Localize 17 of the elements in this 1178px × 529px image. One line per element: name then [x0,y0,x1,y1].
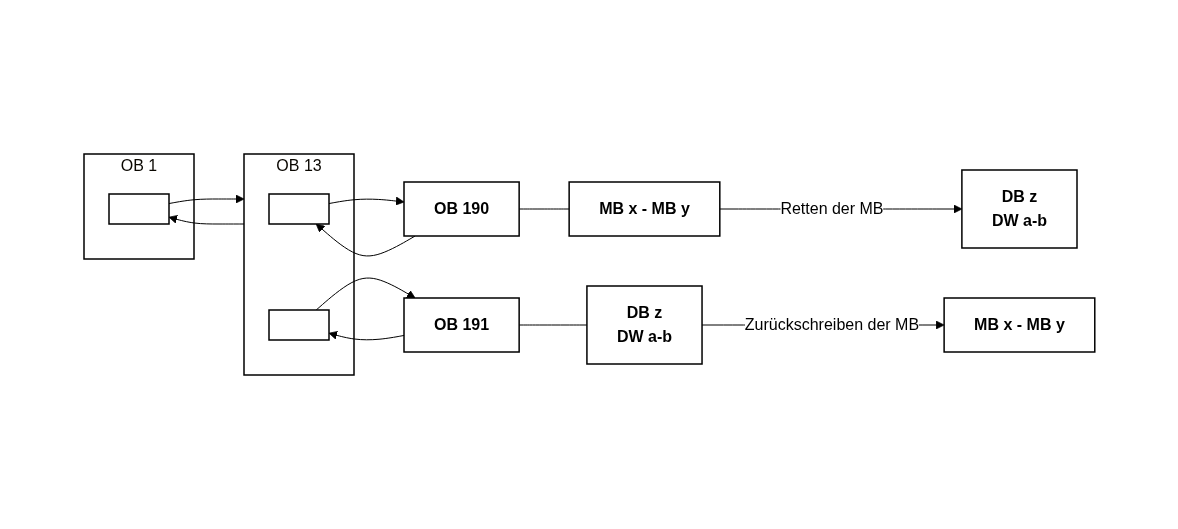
arrow [168,194,244,205]
node-box [267,309,330,341]
arrow [315,277,416,311]
node-box: OB 190 [402,181,520,237]
node-box: MB x - MB y [568,181,721,237]
arrow [328,196,404,206]
arrow [168,215,245,225]
node-box: DB z DW a-b [960,169,1078,249]
node-box: OB 191 [402,297,520,353]
edge-label: Zurückschreiben der MB [744,316,919,333]
cluster: OB 1 [82,153,195,260]
cluster: OB 13 [242,153,355,376]
node-box [107,193,170,225]
node-box: MB x - MB y [942,297,1096,353]
node-box: DB z DW a-b [585,285,703,365]
node-box [267,193,330,225]
edge-label: Retten der MB [779,200,884,217]
